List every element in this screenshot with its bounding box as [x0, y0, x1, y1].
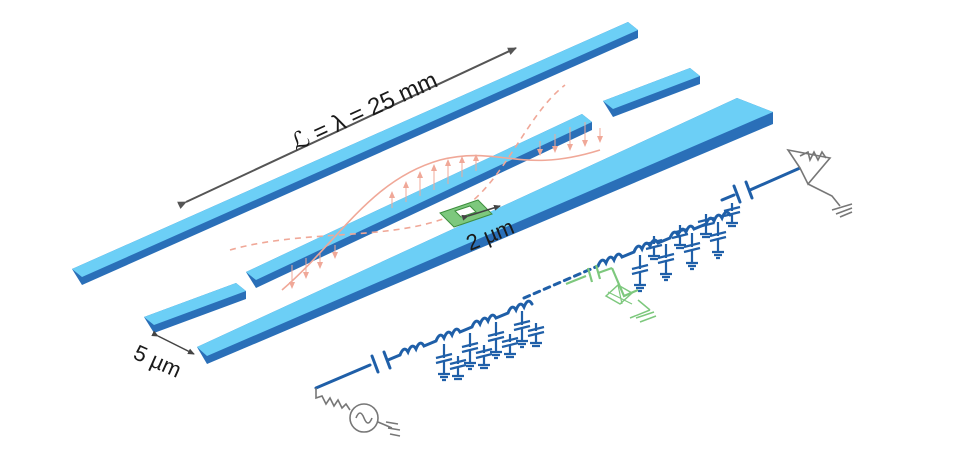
feed-line-right [748, 166, 802, 192]
ac-source-icon [315, 388, 401, 437]
ground-plane-bottom [197, 98, 773, 364]
gap-large-dimension [151, 330, 195, 355]
feed-line-left [314, 363, 372, 390]
detector-icon [786, 148, 853, 218]
gap-small-dimension [461, 204, 501, 221]
circuit-junction [565, 264, 657, 323]
ground-plane-top-right [603, 68, 700, 117]
coupling-capacitor-right-a [732, 184, 742, 204]
coupling-capacitor-left-a [370, 354, 380, 374]
inductor-chain-left [398, 299, 534, 357]
shunt-capacitors-left [435, 311, 545, 382]
equivalent-circuit [314, 166, 802, 390]
inductor-chain-right [596, 210, 732, 268]
ground-plane-top [72, 22, 638, 285]
ground-plane-bottom-left [144, 283, 246, 333]
field-dashed-wave [229, 84, 566, 251]
transmission-line-dashed [522, 264, 600, 300]
length-dimension [177, 47, 517, 210]
shunt-capacitors-right [631, 203, 741, 293]
